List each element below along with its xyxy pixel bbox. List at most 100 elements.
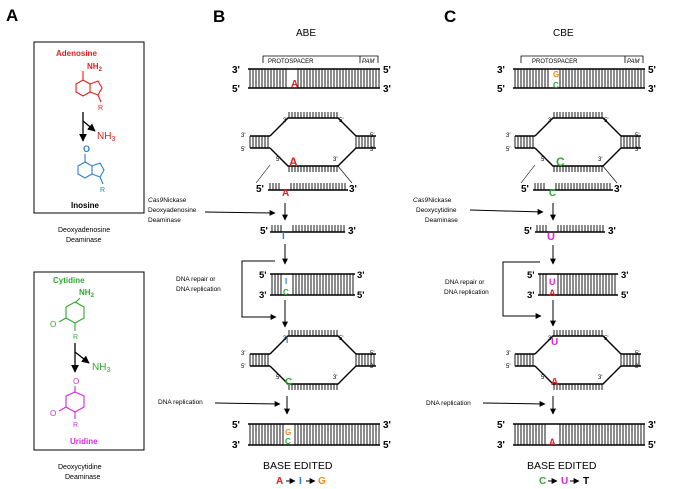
svg-text:3': 3' — [635, 364, 639, 370]
svg-text:3': 3' — [357, 270, 365, 281]
abe-repair-bracket-arrow — [241, 260, 277, 320]
svg-text:3': 3' — [506, 351, 510, 357]
abe-dna-edited — [248, 423, 380, 446]
svg-text:3': 3' — [370, 147, 374, 153]
svg-text:3': 3' — [598, 157, 602, 163]
abe-step1-line2: Deoxyadenosine — [148, 207, 197, 214]
svg-text:3': 3' — [527, 290, 535, 301]
svg-text:C: C — [556, 155, 565, 169]
svg-text:C: C — [285, 377, 292, 388]
svg-text:3': 3' — [232, 65, 240, 76]
svg-text:5': 5' — [276, 375, 280, 381]
svg-text:G: G — [285, 428, 291, 437]
svg-text:3': 3' — [383, 420, 391, 431]
svg-text:O: O — [50, 409, 56, 418]
svg-text:C: C — [285, 437, 291, 446]
svg-text:3': 3' — [241, 133, 245, 139]
abe-target-base: A — [291, 79, 298, 90]
svg-text:5': 5' — [635, 351, 639, 357]
adenosine-molecule: Adenosine NH2 R — [56, 49, 103, 112]
svg-text:5': 5' — [383, 440, 391, 451]
svg-text:U: U — [551, 337, 558, 348]
adenosine-box — [33, 41, 145, 214]
svg-text:5': 5' — [604, 336, 608, 342]
abe-pam-label: PAM — [362, 59, 375, 65]
uridine-molecule: O O R — [50, 377, 85, 429]
abe-result-title: BASE EDITED — [263, 460, 333, 472]
svg-text:3': 3' — [608, 226, 616, 237]
svg-text:3': 3' — [232, 440, 240, 451]
svg-text:5': 5' — [256, 184, 264, 195]
abe-step1-line3: Deaminase — [148, 217, 181, 224]
abe-dna-initial — [248, 68, 380, 89]
svg-text:G: G — [553, 70, 559, 79]
svg-text:5': 5' — [527, 270, 535, 281]
cbe-uracil-base: U — [547, 231, 555, 243]
svg-text:5': 5' — [339, 118, 343, 124]
svg-text:5': 5' — [241, 147, 245, 153]
svg-text:T: T — [583, 476, 589, 487]
svg-text:3': 3' — [621, 270, 629, 281]
svg-text:5': 5' — [232, 420, 240, 431]
abe-result-sequence: A I G — [276, 476, 326, 487]
svg-text:5': 5' — [648, 65, 656, 76]
svg-text:3': 3' — [648, 420, 656, 431]
abe-repair-line1: DNA repair or — [176, 276, 216, 283]
abe-inosine-base: I — [282, 231, 285, 242]
cbe-target-base: C — [553, 81, 559, 90]
svg-text:C: C — [539, 476, 546, 487]
cytidine-r-group: R — [73, 334, 78, 341]
svg-text:O: O — [50, 320, 56, 329]
adenosine-r-group: R — [98, 105, 103, 112]
abe-title: ABE — [296, 28, 316, 39]
svg-text:5': 5' — [357, 290, 365, 301]
cbe-repair-line2: DNA replication — [444, 289, 489, 296]
cbe-repair-bracket-arrow — [502, 261, 542, 319]
svg-text:A: A — [276, 476, 283, 487]
svg-text:A: A — [282, 188, 289, 199]
svg-text:G: G — [318, 476, 326, 487]
panel-label-c: C — [444, 7, 456, 26]
svg-text:3': 3' — [333, 375, 337, 381]
abe-step1-arrow — [204, 209, 276, 216]
enzyme2-line2: Deaminase — [65, 474, 101, 481]
svg-text:3': 3' — [349, 184, 357, 195]
svg-text:5': 5' — [339, 336, 343, 342]
svg-text:5': 5' — [541, 157, 545, 163]
cytidine-box — [33, 271, 145, 451]
inosine-molecule: O R — [77, 144, 105, 194]
ammonia-release-arrow-a — [82, 120, 96, 132]
abe-repair-duplex — [270, 273, 355, 296]
svg-text:5': 5' — [524, 226, 532, 237]
cbe-protospacer-label: PROTOSPACER — [532, 59, 578, 65]
svg-text:3': 3' — [548, 336, 552, 342]
abe-loop-base: A — [289, 155, 298, 169]
svg-text:C: C — [283, 288, 289, 297]
svg-text:I: I — [299, 476, 302, 487]
svg-text:3': 3' — [497, 440, 505, 451]
svg-text:5': 5' — [497, 420, 505, 431]
svg-text:3': 3' — [614, 184, 622, 195]
cbe-step1-arrow — [469, 208, 544, 215]
cbe-pam-label: PAM — [627, 59, 640, 65]
svg-text:5': 5' — [232, 84, 240, 95]
panel-label-a: A — [6, 6, 18, 25]
svg-text:3': 3' — [635, 147, 639, 153]
svg-text:5': 5' — [241, 364, 245, 370]
svg-text:5': 5' — [521, 184, 529, 195]
cytidine-nh2: NH2 — [79, 288, 95, 299]
nh3-product-a: NH3 — [97, 131, 115, 143]
svg-text:I: I — [286, 336, 288, 345]
enzyme1-line1: Deoxyadenosine — [58, 227, 110, 234]
svg-text:A: A — [549, 437, 556, 447]
svg-text:3': 3' — [497, 65, 505, 76]
svg-text:O: O — [73, 377, 79, 386]
cbe-single-strand-2 — [535, 225, 605, 233]
svg-text:5': 5' — [506, 147, 510, 153]
svg-text:5': 5' — [621, 290, 629, 301]
cbe-repair-line1: DNA repair or — [445, 279, 485, 286]
cbe-rloop-1 — [514, 112, 641, 172]
svg-text:5': 5' — [635, 133, 639, 139]
cbe-result-sequence: C U T — [539, 476, 589, 487]
inosine-r-group: R — [100, 187, 105, 194]
